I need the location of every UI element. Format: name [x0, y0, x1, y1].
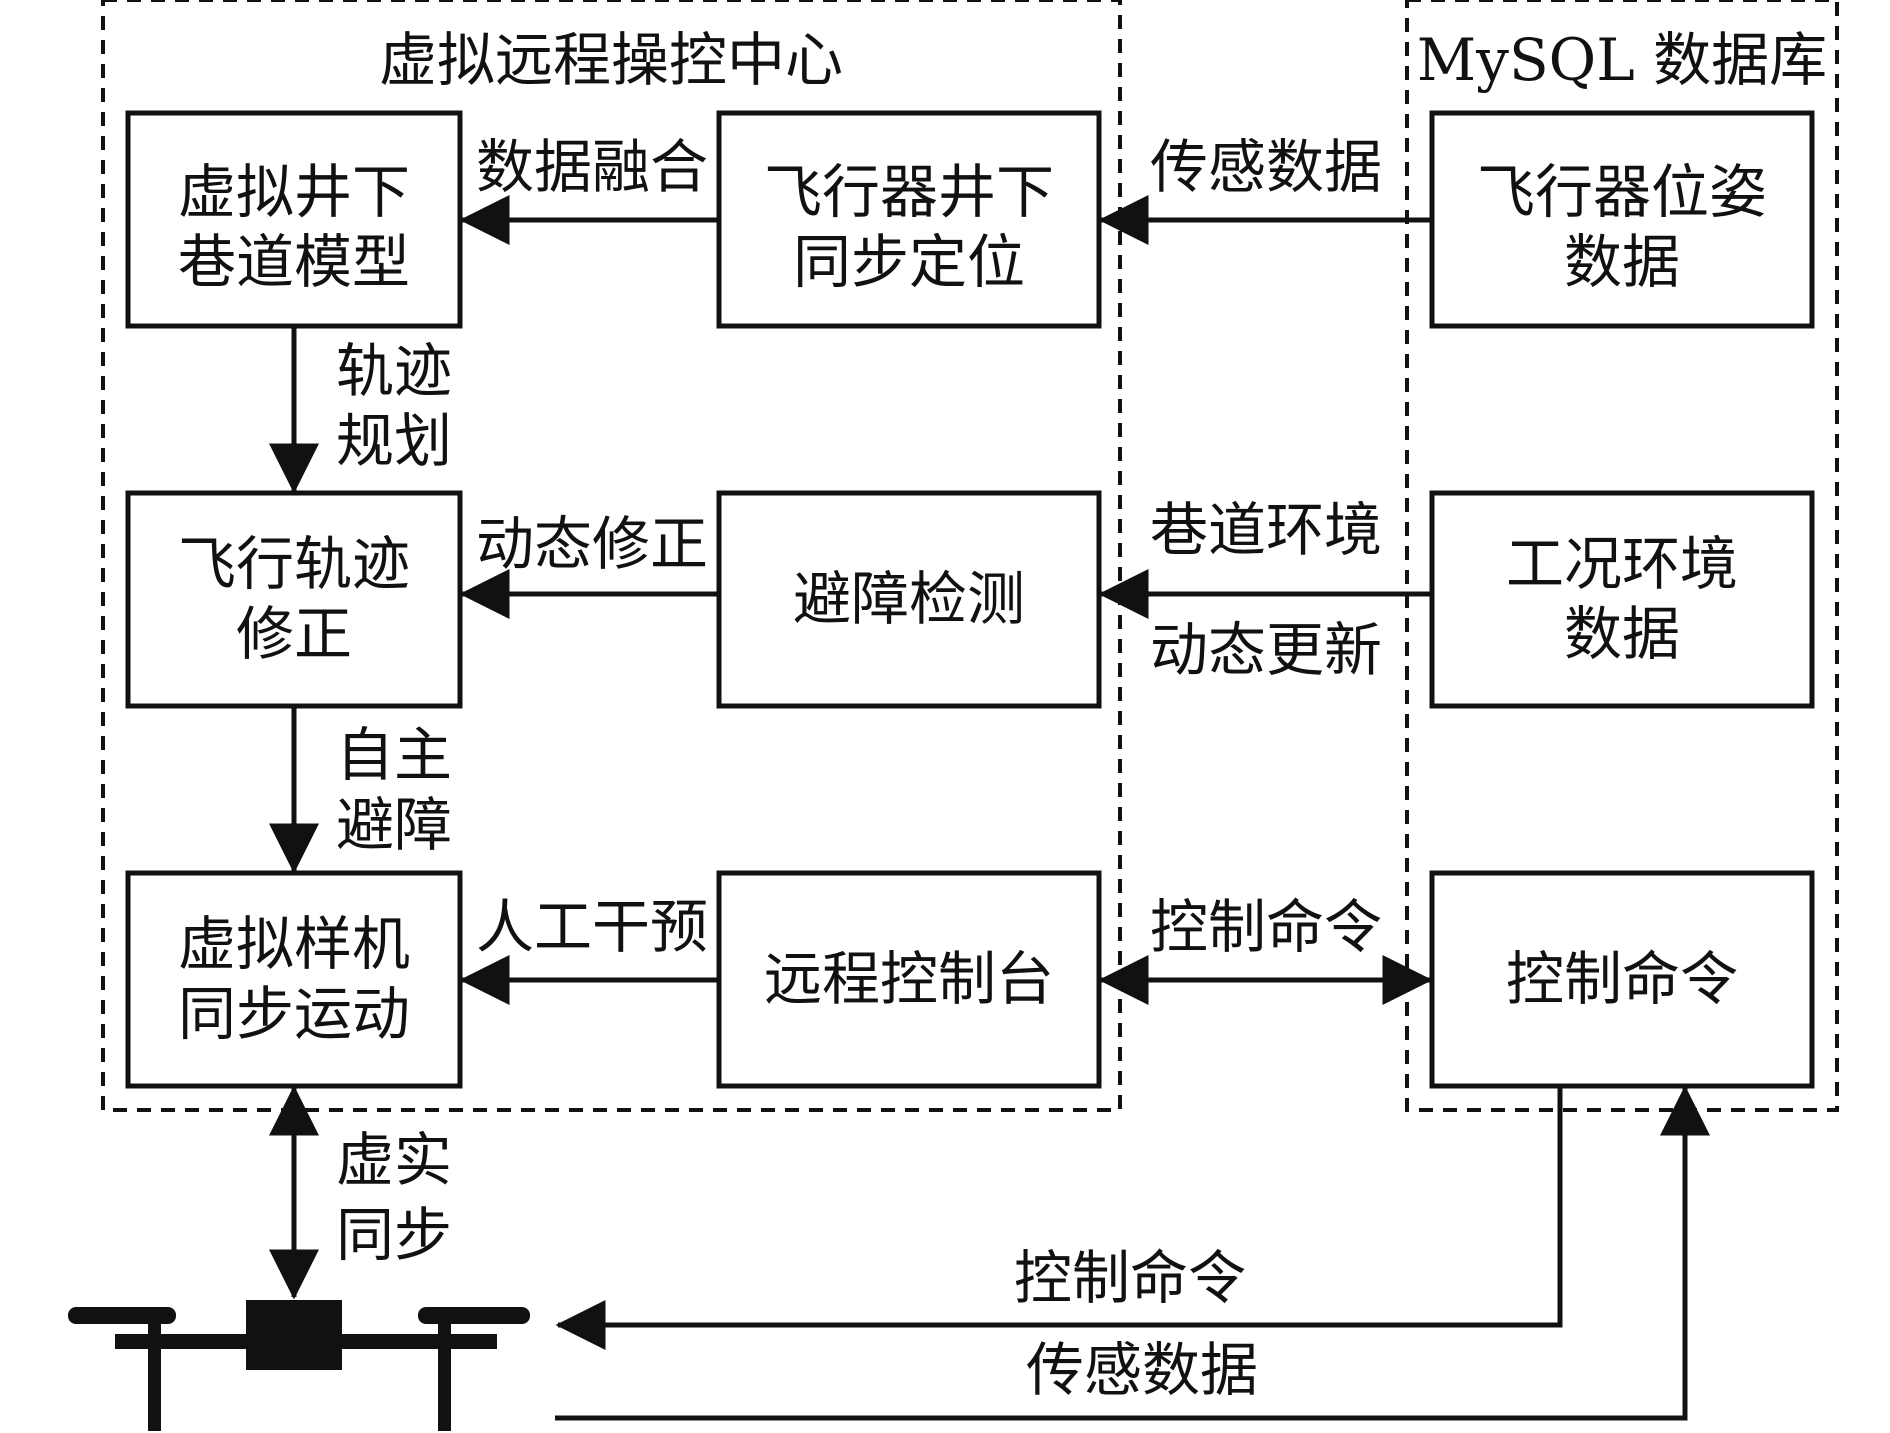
virtual-prototype-line1: 虚拟样机: [178, 910, 410, 978]
remote-console-box: 远程控制台: [716, 870, 1102, 1089]
virtual-prototype-line2: 同步运动: [178, 980, 410, 1048]
edge-label-sensor-data-top: 传感数据: [1150, 133, 1382, 201]
virtual-prototype-box: 虚拟样机 同步运动: [125, 870, 463, 1089]
environment-data-line1: 工况环境: [1506, 530, 1738, 598]
edge-label-virtual-real-sync-1: 虚实: [336, 1126, 452, 1194]
drone-icon: [68, 1300, 530, 1431]
pose-data-line1: 飞行器位姿: [1477, 158, 1767, 226]
edge-label-tunnel-env: 巷道环境: [1150, 496, 1382, 564]
control-center-title: 虚拟远程操控中心: [379, 26, 843, 94]
pose-data-line2: 数据: [1564, 228, 1680, 296]
edge-label-autonomous-avoidance-1: 自主: [336, 721, 452, 789]
database-title: MySQL 数据库: [1417, 26, 1827, 94]
edge-label-control-command-link: 控制命令: [1150, 893, 1382, 961]
edge-label-dynamic-correction: 动态修正: [476, 510, 708, 578]
trajectory-correction-line1: 飞行轨迹: [178, 530, 410, 598]
obstacle-detection-box: 避障检测: [716, 490, 1102, 709]
trajectory-correction-line2: 修正: [236, 600, 352, 668]
edge-label-data-fusion: 数据融合: [476, 133, 708, 201]
pose-data-box: 飞行器位姿 数据: [1429, 110, 1815, 329]
control-center-group: [101, 0, 1122, 1112]
arrow-sensor-data-bottom: [555, 1085, 1710, 1421]
sync-positioning-line2: 同步定位: [793, 228, 1025, 296]
edge-label-control-command-bottom: 控制命令: [1014, 1244, 1246, 1312]
database-group: [1405, 0, 1839, 1112]
obstacle-detection-label: 避障检测: [793, 565, 1025, 633]
edge-label-trajectory-planning-1: 轨迹: [336, 337, 452, 405]
environment-data-box: 工况环境 数据: [1429, 490, 1815, 709]
arrow-control-command-bottom: [555, 1086, 1563, 1350]
sync-positioning-line1: 飞行器井下: [764, 158, 1054, 226]
control-command-box: 控制命令: [1429, 870, 1815, 1089]
tunnel-model-line1: 虚拟井下: [178, 158, 410, 226]
environment-data-line2: 数据: [1564, 600, 1680, 668]
edge-label-dynamic-update: 动态更新: [1150, 616, 1382, 684]
edge-label-trajectory-planning-2: 规划: [336, 407, 452, 475]
trajectory-correction-box: 飞行轨迹 修正: [125, 490, 463, 709]
remote-console-label: 远程控制台: [764, 945, 1054, 1013]
sync-positioning-box: 飞行器井下 同步定位: [716, 110, 1102, 329]
edge-label-autonomous-avoidance-2: 避障: [336, 791, 452, 859]
edge-label-manual-intervention: 人工干预: [476, 893, 708, 961]
edge-label-virtual-real-sync-2: 同步: [336, 1201, 452, 1269]
control-command-label: 控制命令: [1506, 945, 1738, 1013]
edge-label-sensor-data-bottom: 传感数据: [1026, 1336, 1258, 1404]
tunnel-model-line2: 巷道模型: [178, 228, 410, 296]
tunnel-model-box: 虚拟井下 巷道模型: [125, 110, 463, 329]
